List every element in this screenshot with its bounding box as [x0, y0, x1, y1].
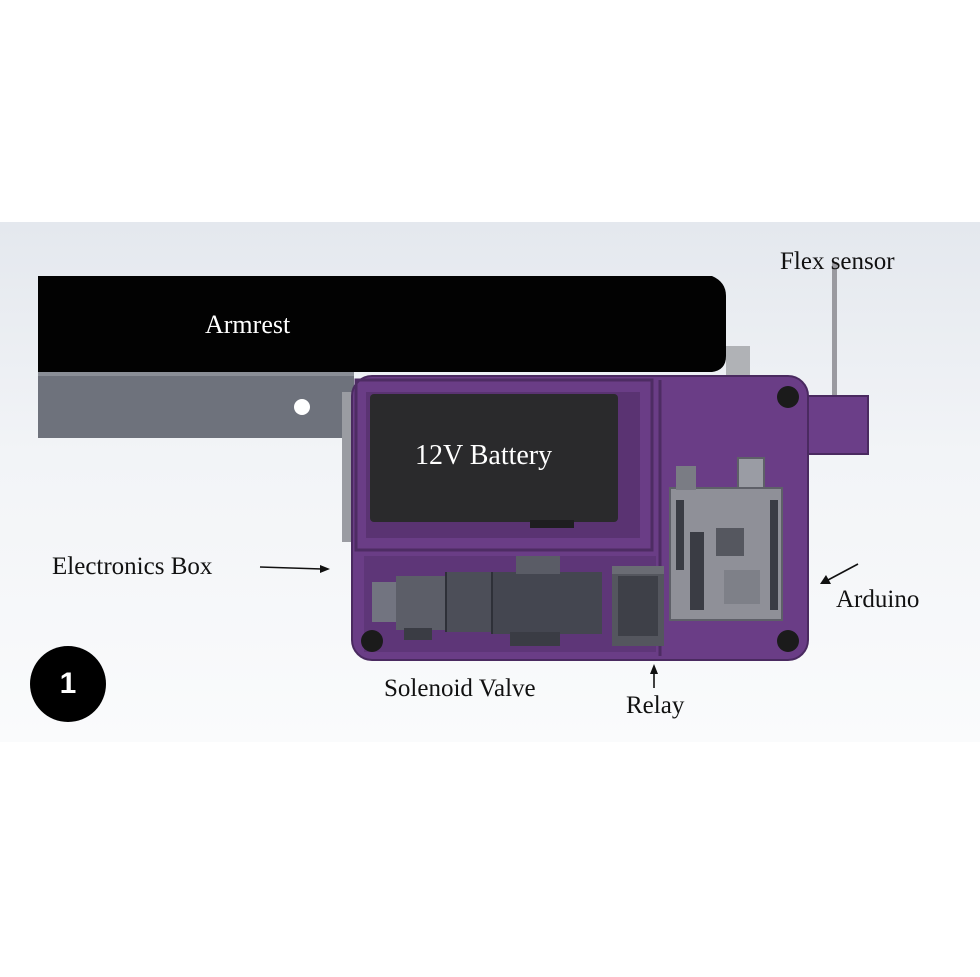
arduino-arrow	[820, 563, 859, 584]
electronics-box-arrow	[259, 565, 330, 573]
flex-sensor-label: Flex sensor	[780, 248, 895, 275]
armrest-label: Armrest	[205, 310, 291, 339]
battery-terminal	[530, 520, 574, 528]
battery-block	[370, 394, 618, 522]
flex-sensor-wire	[832, 262, 837, 396]
relay-arrow	[650, 664, 658, 688]
screw-bottom-right	[777, 630, 799, 652]
battery-label: 12V Battery	[415, 440, 553, 471]
screw-bottom-left	[361, 630, 383, 652]
electronics-box-label: Electronics Box	[52, 553, 213, 580]
solenoid-valve	[372, 556, 602, 646]
screw-top-right	[777, 386, 799, 408]
arduino-board	[669, 457, 783, 621]
flex-sensor-housing	[807, 395, 869, 455]
solenoid-valve-label: Solenoid Valve	[384, 675, 536, 702]
armrest-connector	[726, 346, 750, 376]
armrest	[38, 276, 726, 372]
figure-number-badge: 1	[30, 646, 106, 722]
bracket-hole	[294, 399, 310, 415]
arduino-label: Arduino	[836, 586, 920, 613]
battery-compartment	[354, 378, 654, 552]
relay-label: Relay	[626, 692, 685, 719]
bracket-edge	[38, 372, 354, 376]
relay	[612, 566, 664, 646]
